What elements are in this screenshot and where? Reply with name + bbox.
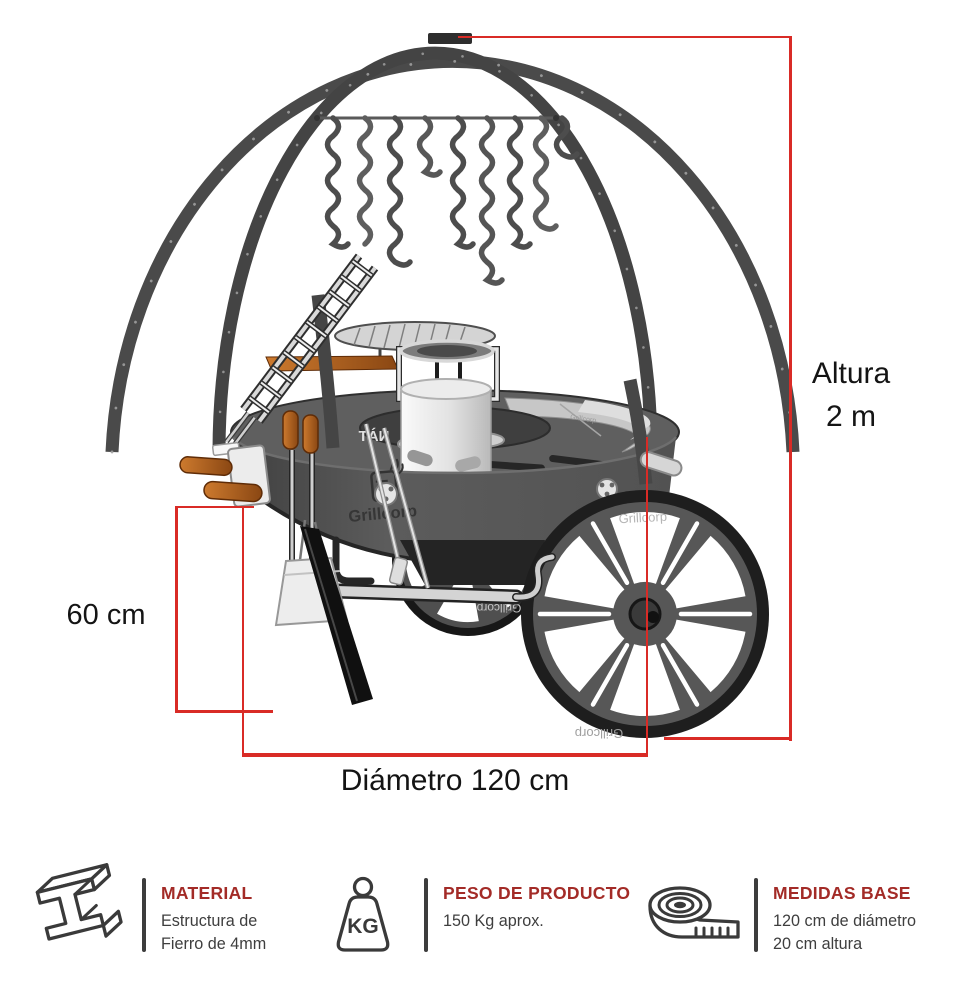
measuring-tape-icon [648,886,740,939]
spec-divider [754,878,758,952]
inner-arch-front-leg [311,294,340,449]
spec-material-line: Fierro de 4mm [161,935,267,953]
diameter-dim-left-line [242,506,244,756]
dome-apex-plate [428,33,472,44]
diameter-dim-horizontal-line [242,753,648,757]
s-hook-chain [506,115,533,250]
s-hook-chain [532,115,559,232]
spec-material-line: Estructura de [161,912,258,930]
dome-frame [105,33,800,454]
steel-beam-icon [35,863,123,941]
tool-paddle [388,556,409,586]
side-dim-vertical-line [175,506,178,712]
side-dim-top-tick [176,506,254,508]
front-wheel: Grillcorp Grillcorp [521,490,769,741]
spec-divider [142,878,146,952]
spec-base-measures: MEDIDAS BASE 120 cm de diámetro 20 cm al… [773,883,916,956]
wood-handle-horizontal [179,456,233,477]
griddle-engraving-text: Grillcorp [570,414,597,425]
spec-base-line: 20 cm altura [773,935,863,953]
wood-handle-vertical [302,414,319,454]
s-hook-chain [478,115,505,286]
spec-weight-title: PESO DE PRODUCTO [443,883,631,903]
s-hook-chain [553,115,580,160]
height-dim-top-line [458,36,791,38]
front-wheel-brand-text-bottom: Grillcorp [575,726,623,741]
height-dim-vertical-line [789,36,792,741]
s-hook-chain [416,115,443,178]
s-hook-chain [324,115,351,250]
spec-base-line: 120 cm de diámetro [773,912,917,930]
spec-material-title: MATERIAL [161,883,253,903]
right-handle [639,451,683,477]
wood-handle-vertical [282,410,299,450]
inner-arch-front-leg [623,378,653,485]
hook-bar [314,115,580,286]
grill-cart-illustration: Grillcorp Grillcorp [105,33,800,741]
kg-icon-label: KG [347,915,379,938]
kg-weight-icon: KG [336,876,390,952]
diameter-dim-right-line [646,437,648,756]
diameter-dimension-label: Diámetro 120 cm [340,764,570,797]
s-hook-chain [356,115,374,247]
left-assembly [179,410,431,705]
side-dim-bottom-tick [175,710,273,713]
s-hook-chain [449,115,476,250]
rear-wheel-brand-text: Grillcorp [476,601,521,615]
front-wheel-brand-text-top: Grillcorp [618,509,667,527]
dome-outer-arch [105,54,800,453]
height-dimension-label: Altura 2 m [780,352,922,438]
drum-brand-text: Grillcorp [348,502,418,526]
spec-divider [424,878,428,952]
height-dim-ground-tick [664,737,792,740]
s-hook-chain [386,115,413,268]
dome-inner-arch [212,46,658,453]
spec-weight-line: 150 Kg aprox. [443,912,544,930]
spec-base-title: MEDIDAS BASE [773,883,911,903]
height-value-text: 2 m [825,400,876,433]
height-label-text: Altura [811,357,891,390]
side-dimension-label: 60 cm [66,599,146,631]
spec-material: MATERIAL Estructura de Fierro de 4mm [161,883,266,956]
ladder-rack [224,253,379,449]
undercarriage [400,540,545,585]
wood-handle-horizontal [203,480,263,503]
spec-weight: PESO DE PRODUCTO 150 Kg aprox. [443,883,630,933]
